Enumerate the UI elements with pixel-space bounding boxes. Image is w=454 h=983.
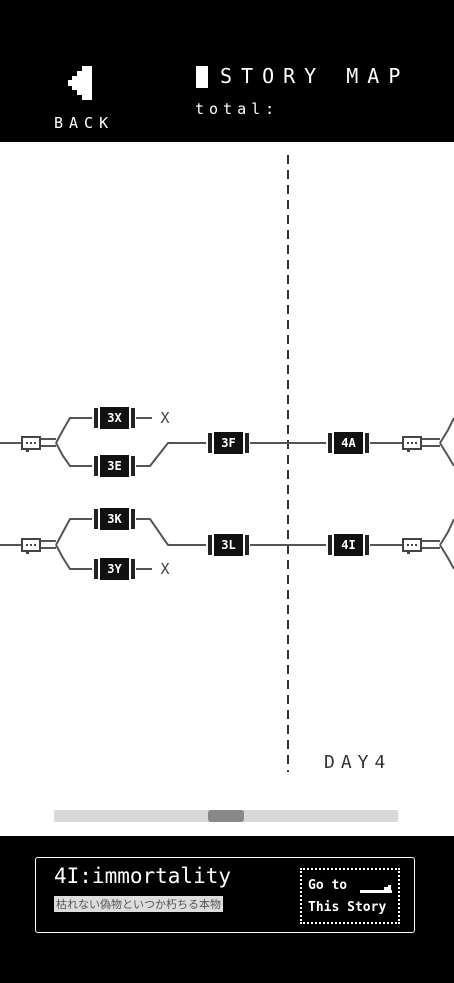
title-bar-icon xyxy=(196,66,208,88)
chat-icon xyxy=(402,538,422,554)
dead-end-icon: X xyxy=(160,560,169,578)
story-node-label: 3X xyxy=(107,411,122,425)
story-node-label: 3E xyxy=(107,459,121,473)
story-node-3f[interactable]: 3F xyxy=(208,432,249,454)
story-node-label: 3F xyxy=(221,436,235,450)
story-node-label: 3Y xyxy=(107,562,122,576)
chat-icon xyxy=(21,436,41,452)
horizontal-scrollbar[interactable] xyxy=(54,810,398,822)
day-label: DAY4 xyxy=(324,752,392,773)
story-node-label: 3K xyxy=(107,512,122,526)
arrow-right-icon xyxy=(360,885,392,893)
header: BACK STORY MAP total: xyxy=(0,0,454,142)
story-map[interactable]: 3X 3E 3F 4A 3K 3Y 3L xyxy=(0,142,454,836)
back-label: BACK xyxy=(54,114,115,132)
chat-icon xyxy=(402,436,422,452)
story-node-3y[interactable]: 3Y xyxy=(94,558,135,580)
total-label: total: xyxy=(195,100,280,118)
story-subtitle: 枯れない偽物といつか朽ちる本物 xyxy=(54,896,223,912)
story-node-4a[interactable]: 4A xyxy=(328,432,369,454)
story-node-4i[interactable]: 4I xyxy=(328,534,369,556)
story-node-3x[interactable]: 3X xyxy=(94,407,135,429)
story-node-3l[interactable]: 3L xyxy=(208,534,249,556)
story-title: 4I:immortality xyxy=(54,864,232,888)
back-button[interactable]: BACK xyxy=(48,62,128,134)
chat-icon xyxy=(21,538,41,554)
story-node-3k[interactable]: 3K xyxy=(94,508,135,530)
back-arrow-icon xyxy=(68,66,92,100)
this-story-label: This Story xyxy=(308,900,387,915)
story-node-label: 4A xyxy=(341,436,356,450)
go-to-label: Go to xyxy=(308,878,348,893)
go-to-story-button[interactable]: Go to This Story xyxy=(300,868,400,924)
story-node-label: 3L xyxy=(221,538,235,552)
story-node-3e[interactable]: 3E xyxy=(94,455,135,477)
story-map-canvas: 3X 3E 3F 4A 3K 3Y 3L xyxy=(0,155,454,772)
story-connections xyxy=(0,417,454,570)
scrollbar-thumb[interactable] xyxy=(208,810,244,822)
story-node-label: 4I xyxy=(341,538,355,552)
dead-end-icon: X xyxy=(160,409,169,427)
footer: 4I:immortality 枯れない偽物といつか朽ちる本物 Go to Thi… xyxy=(0,836,454,983)
story-info-panel: 4I:immortality 枯れない偽物といつか朽ちる本物 Go to Thi… xyxy=(35,857,415,933)
page-title: STORY MAP xyxy=(220,64,410,88)
